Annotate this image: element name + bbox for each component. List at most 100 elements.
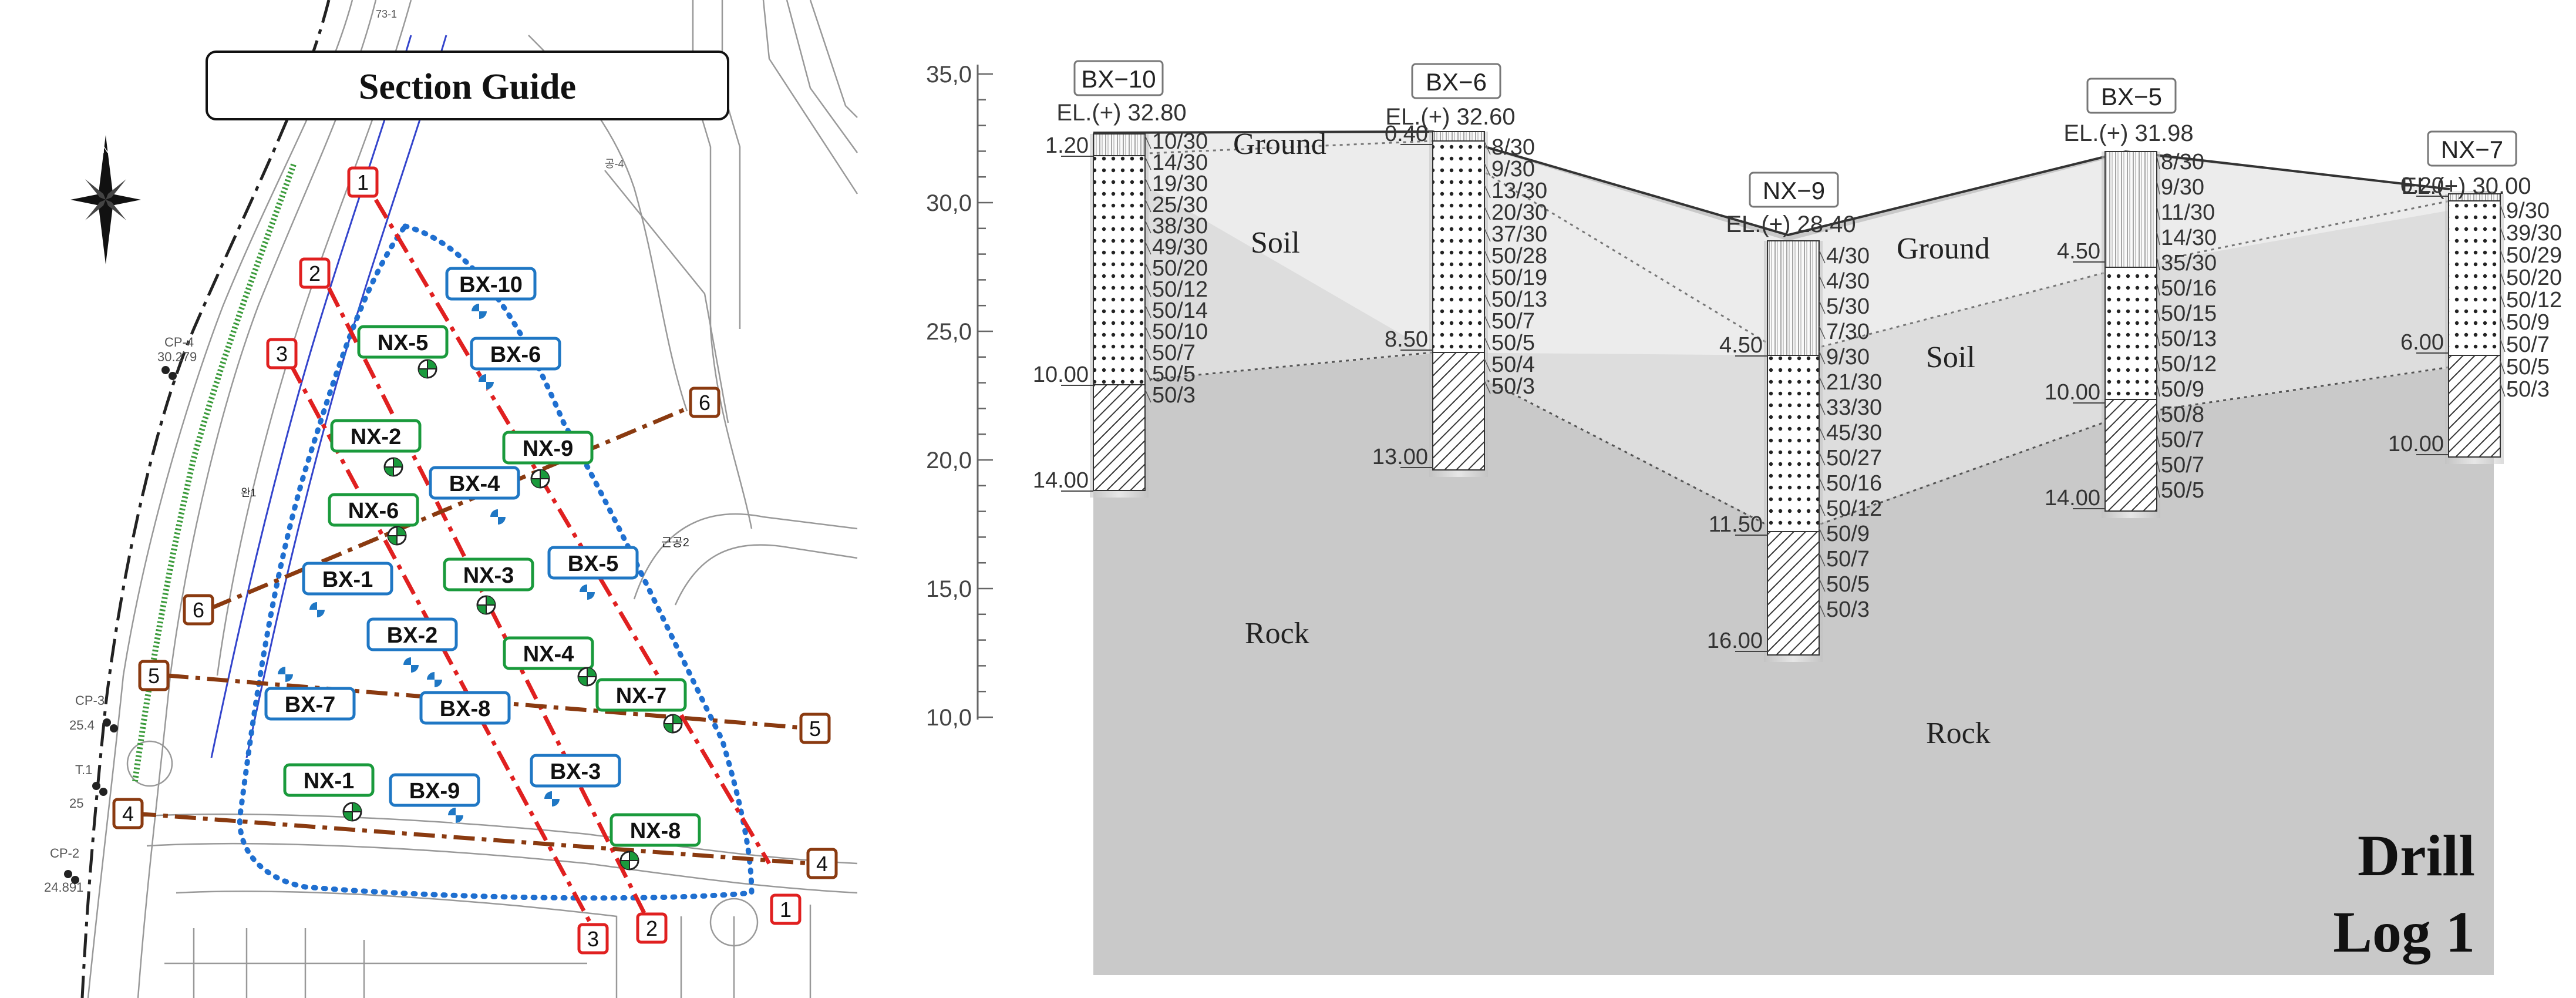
section-marker-m1a: 1 <box>347 166 379 198</box>
depth-soil-label: 8.50 <box>1385 327 1428 352</box>
spt-value: 50/5 <box>2161 478 2204 503</box>
section-marker-label: 5 <box>148 664 160 688</box>
borehole-map-label: BX-2 <box>387 623 438 648</box>
borehole-map-label: NX-7 <box>616 684 667 708</box>
section-marker-m2b: 2 <box>636 912 668 944</box>
borehole-map-label: BX-9 <box>409 779 460 804</box>
spt-value: 37/30 <box>1491 222 1547 247</box>
section-guide-map: N CP-4 30.279 CP-3 25.4 T.1 25 CP-2 24.8… <box>44 0 858 998</box>
borehole-name: BX−5 <box>2101 83 2162 110</box>
north-arrow-icon: N <box>70 135 141 264</box>
borehole-name: BX−6 <box>1426 68 1487 96</box>
cp4-label: CP-4 <box>164 335 194 350</box>
section-marker-label: 4 <box>122 802 134 826</box>
spt-value: 50/9 <box>2506 310 2550 335</box>
borehole-marker-bx4: BX-4 <box>429 466 520 525</box>
spt-value: 5/30 <box>1826 294 1870 319</box>
section-marker-m3b: 3 <box>577 923 609 955</box>
spt-value: 9/30 <box>2506 199 2550 223</box>
borehole-marker-nx9: NX-9 <box>502 431 594 489</box>
section-marker-m4b: 4 <box>806 848 838 879</box>
borehole-marker-bx2: BX-2 <box>366 617 458 673</box>
section-marker-label: 1 <box>780 898 792 922</box>
borehole-marker-bx7: BX-7 <box>264 666 356 721</box>
spt-value: 8/30 <box>2161 150 2204 174</box>
borehole-elevation: EL.(+) 31.98 <box>2063 120 2193 146</box>
ground-label-2: Ground <box>1897 232 1990 266</box>
depth-bottom-label: 10.00 <box>2388 432 2444 456</box>
spt-value: 21/30 <box>1826 370 1882 395</box>
borehole-marker-bx6: BX-6 <box>470 337 561 390</box>
depth-rock-label: 11.50 <box>1709 512 1763 537</box>
spt-value: 50/3 <box>1491 374 1535 399</box>
small-label-3: 73-1 <box>376 8 397 20</box>
spt-value: 13/30 <box>1491 179 1547 203</box>
site-area-boundary <box>237 223 755 901</box>
spt-value: 50/12 <box>2506 288 2562 312</box>
spt-value: 39/30 <box>2506 221 2562 246</box>
spt-value: 50/12 <box>1826 496 1882 521</box>
spt-value: 50/3 <box>1826 597 1870 622</box>
section-marker-m1b: 1 <box>770 893 802 925</box>
spt-value: 50/27 <box>1826 446 1882 471</box>
borehole-marker-nx5: NX-5 <box>357 325 449 379</box>
road-line-1 <box>210 35 412 758</box>
section-marker-m3a: 3 <box>266 338 298 369</box>
spt-value: 50/15 <box>2161 301 2217 326</box>
axis-tick-label: 15,0 <box>926 576 972 602</box>
borehole-map-label: BX-3 <box>550 760 601 784</box>
soil-label: Soil <box>1251 226 1300 260</box>
borehole-log-2: NX−9EL.(+) 28.404.5011.5016.004/304/305/… <box>1707 172 1882 662</box>
drill-log-label-line1: Drill <box>2358 823 2475 888</box>
spt-value: 50/4 <box>1491 352 1535 377</box>
spt-value: 8/30 <box>1491 135 1535 160</box>
site-boundary-line <box>80 0 331 998</box>
section-marker-label: 4 <box>816 852 828 876</box>
drill-log-section: 35,030,025,020,015,010,0 Ground Soil Roc… <box>926 60 2562 975</box>
spt-value: 50/29 <box>2506 243 2562 268</box>
spt-value: 50/16 <box>2161 276 2217 301</box>
spt-value: 49/30 <box>1152 235 1208 260</box>
spt-value: 50/10 <box>1152 320 1208 344</box>
borehole-marker-nx4: NX-4 <box>503 636 597 687</box>
section-line-4 <box>134 811 811 866</box>
depth-soil-label: 4.50 <box>2057 239 2100 264</box>
road-line-2 <box>245 35 447 758</box>
depth-top-label: 0.40 <box>1385 122 1428 146</box>
spt-value: 10/30 <box>1152 129 1208 154</box>
axis-tick-label: 10,0 <box>926 705 972 731</box>
spt-value: 20/30 <box>1491 200 1547 225</box>
section-marker-label: 2 <box>309 261 321 285</box>
spt-value: 50/8 <box>2161 402 2204 427</box>
borehole-map-label: BX-8 <box>440 697 491 721</box>
borehole-name: NX−9 <box>1763 177 1825 204</box>
spt-value: 50/7 <box>2161 453 2204 478</box>
spt-value: 19/30 <box>1152 172 1208 196</box>
borehole-name: BX−10 <box>1081 65 1156 93</box>
elevation-axis: 35,030,025,020,015,010,0 <box>926 62 993 731</box>
rock-label-2: Rock <box>1926 717 1991 750</box>
spt-value: 9/30 <box>1826 345 1870 369</box>
borehole-map-label: BX-5 <box>568 552 619 576</box>
spt-value: 14/30 <box>2161 226 2217 250</box>
survey-point-icon <box>92 782 100 790</box>
section-marker-m5a: 5 <box>138 660 170 691</box>
spt-value: 33/30 <box>1826 395 1882 420</box>
depth-bottom-label: 14.00 <box>1033 468 1089 493</box>
borehole-map-label: BX-6 <box>490 342 541 367</box>
borehole-map-label: NX-2 <box>351 425 402 449</box>
section-guide-title-box: Section Guide <box>206 51 729 120</box>
survey-point-icon <box>64 870 72 878</box>
ground-surface-line <box>1093 130 2450 237</box>
borehole-marker-bx8: BX-8 <box>419 671 511 725</box>
borehole-map-label: BX-4 <box>449 472 500 496</box>
borehole-marker-bx3: BX-3 <box>530 754 621 807</box>
section-marker-m4a: 4 <box>112 798 144 829</box>
small-label-2: 완1 <box>241 487 257 499</box>
depth-top-label: 1.20 <box>1045 133 1089 158</box>
borehole-map-label: NX-8 <box>630 819 681 844</box>
